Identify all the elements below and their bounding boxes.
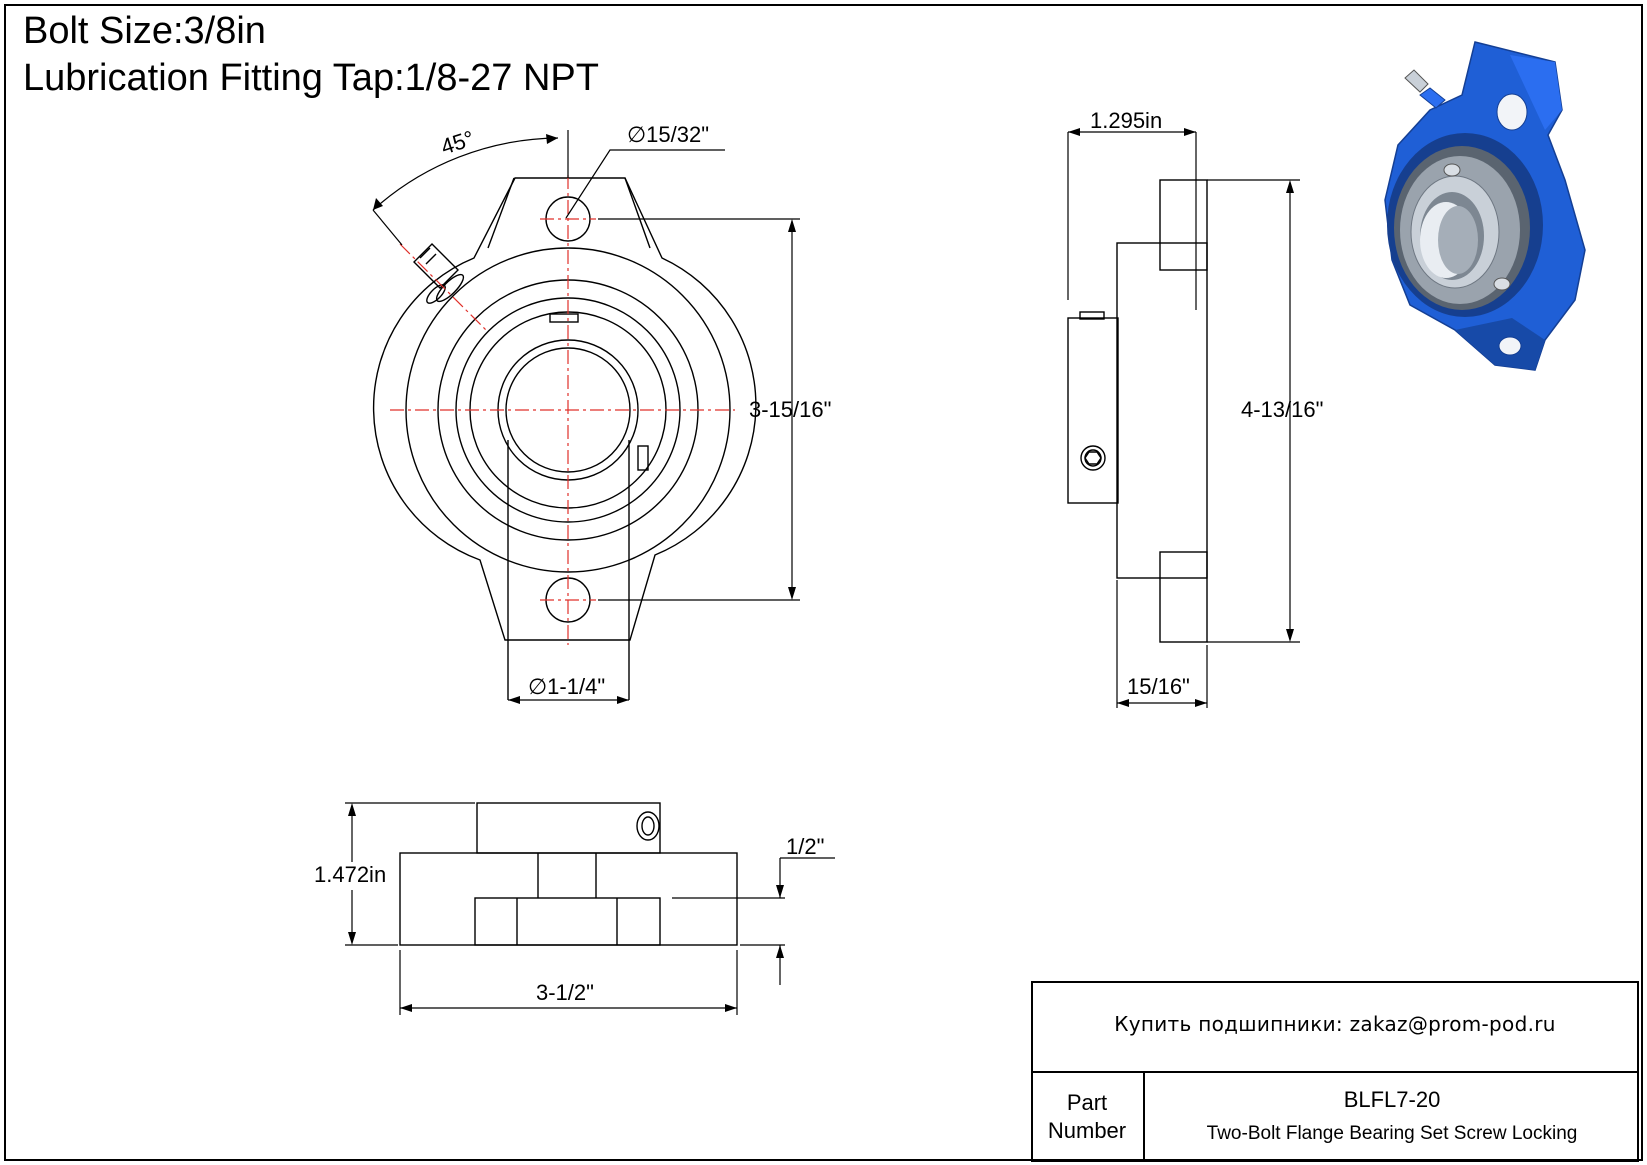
front-arrowheads <box>373 134 796 704</box>
sheet-border <box>4 4 1643 1161</box>
bolt-spacing-label: 3-15/16" <box>749 397 832 422</box>
part-number-value: BLFL7-20 <box>1343 1087 1441 1112</box>
side-dimensions <box>1067 131 1300 708</box>
bottom-set-screw <box>636 811 660 841</box>
side-set-screw <box>1080 445 1106 471</box>
diameter-symbol: ∅ <box>528 674 548 699</box>
flange-thickness-label: 1/2" <box>786 834 825 859</box>
depth-label: 1.295in <box>1090 108 1163 133</box>
diameter-symbol: ∅ <box>627 122 647 147</box>
bottom-height-label: 1.472in <box>314 862 387 887</box>
front-view <box>372 177 757 700</box>
bottom-arrowheads <box>348 803 784 1012</box>
lubrication-fitting-label: Lubrication Fitting Tap:1/8-27 NPT <box>23 57 599 99</box>
front-dimensions <box>372 130 800 701</box>
bolt-size-label: Bolt Size:3/8in <box>23 10 266 52</box>
title-block-row: Part Number BLFL7-20 Two-Bolt Flange Bea… <box>1031 1071 1639 1162</box>
side-arrowheads <box>1068 128 1294 707</box>
bearing-3d-image <box>1384 41 1586 371</box>
bore-diameter-label: ∅1-1/4" <box>528 674 606 699</box>
part-description: Two-Bolt Flange Bearing Set Screw Lockin… <box>1206 1123 1578 1144</box>
base-width-label: 15/16" <box>1127 674 1190 699</box>
shop-contact-text: Купить подшипники: zakaz@prom-pod.ru <box>1114 1012 1556 1036</box>
part-number-label: Part Number <box>1031 1073 1145 1162</box>
hole-diameter-label: ∅15/32" <box>627 122 710 147</box>
side-view <box>1067 179 1208 643</box>
bottom-view <box>399 802 738 946</box>
bottom-width-label: 3-1/2" <box>536 980 594 1005</box>
front-centerlines <box>390 175 735 645</box>
overall-height-label: 4-13/16" <box>1241 397 1324 422</box>
grease-fitting <box>413 243 465 304</box>
